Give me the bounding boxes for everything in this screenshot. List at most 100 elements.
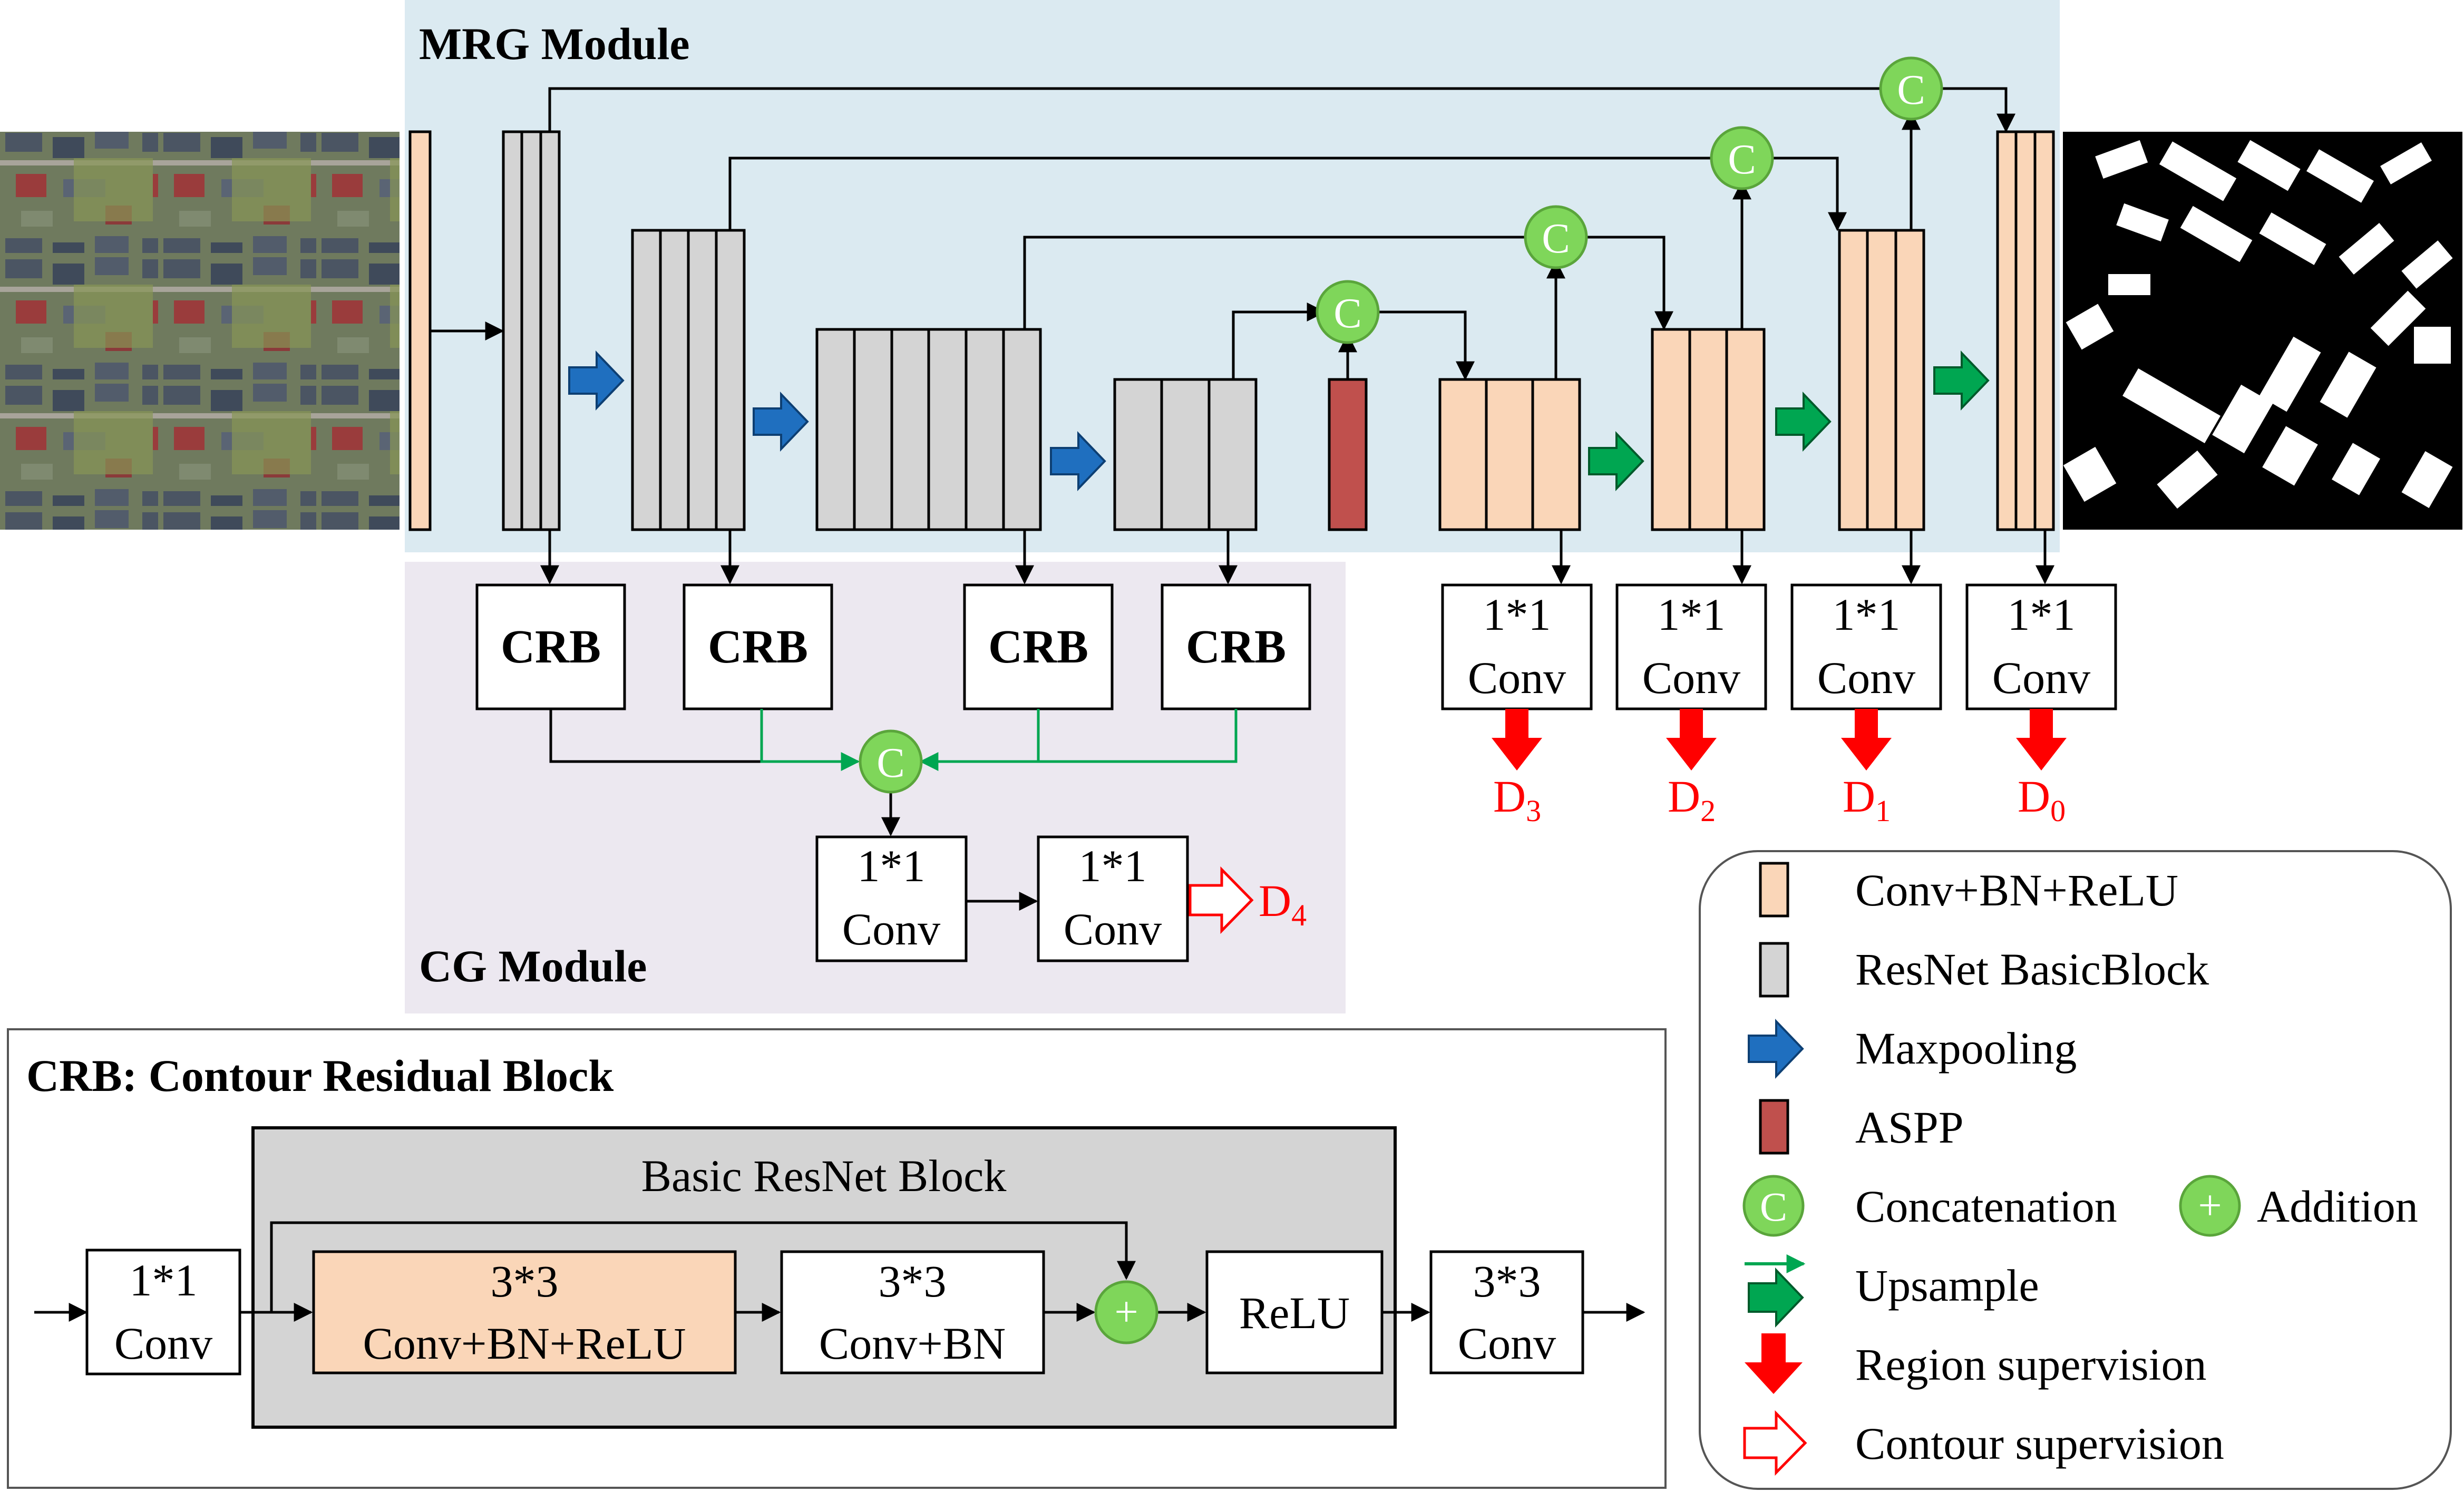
svg-text:C: C [1333,290,1361,337]
legend-red-arrow-icon [1745,1333,1803,1394]
legend-label-region-supervision: Region supervision [1855,1339,2206,1390]
contour-supervision-arrow-d4 [1189,866,1254,934]
svg-text:Conv: Conv [842,904,940,954]
crb-conv-out: 3*3 Conv [1429,1250,1584,1374]
maxpool-arrow-icon [1050,431,1106,491]
crb-block-1: CRB [475,583,626,710]
upsample-arrow-icon [1775,392,1832,452]
crb-block-2: CRB [683,583,833,710]
crb-detail-title: CRB: Contour Residual Block [26,1050,613,1101]
mrg-module-title: MRG Module [419,18,690,69]
maxpooling-arrows [568,350,1106,491]
addition-node: + [1094,1280,1158,1344]
legend-label-concatenation: Concatenation [1855,1181,2117,1232]
head-conv-line2: Conv [1817,652,1915,703]
upsample-arrow-icon [1933,350,1990,411]
output-label: D3 [1493,771,1541,828]
head-conv-line2: Conv [1468,652,1566,703]
crb-concat-connections [549,709,1238,911]
legend-label-addition: Addition [2257,1181,2418,1232]
svg-text:Conv: Conv [1458,1318,1556,1369]
legend-hollow-arrow-icon [1743,1410,1807,1476]
output-label: D2 [1668,771,1716,828]
legend-concat-icon: C [1742,1175,1805,1237]
encoder-stage-3 [815,328,1042,531]
input-aerial-image [0,132,400,530]
output-d4: D4 [1259,875,1307,932]
concat-node-3: C [1524,205,1588,269]
head-conv-line2: Conv [1992,652,2090,703]
concat-node-1: C [1879,56,1943,121]
legend-label-conv-bn-relu: Conv+BN+ReLU [1855,865,2178,915]
legend-addition-icon: + [2179,1175,2241,1237]
decoder-stage-0 [1996,130,2055,531]
head-conv-line1: 1*1 [1483,589,1551,640]
svg-text:Conv: Conv [1064,904,1162,954]
legend-blue-arrow-icon [1748,1019,1804,1079]
svg-text:C: C [1728,136,1756,183]
output-building-mask [2063,132,2462,530]
svg-text:ReLU: ReLU [1239,1288,1350,1338]
svg-text:Conv+BN+ReLU: Conv+BN+ReLU [363,1318,686,1369]
output-label: D0 [2018,771,2066,828]
crb-relu: ReLU [1205,1250,1384,1374]
cg-conv-1: 1*1 Conv [815,835,968,962]
cg-conv-2: 1*1 Conv [1037,835,1189,962]
legend-red-block-icon [1759,1099,1789,1155]
region-supervision-arrow-icon [1492,709,1542,771]
svg-text:CRB: CRB [501,621,601,673]
crb-conv-bn-relu: 3*3 Conv+BN+ReLU [312,1250,737,1374]
region-supervision-arrow-icon [2016,709,2067,771]
svg-text:1*1: 1*1 [1079,841,1147,891]
svg-text:Conv: Conv [114,1318,212,1369]
head-conv-line1: 1*1 [2008,589,2076,640]
svg-text:C: C [876,740,904,786]
svg-text:CRB: CRB [988,621,1088,673]
head-conv-line2: Conv [1642,652,1740,703]
legend-label-maxpooling: Maxpooling [1855,1023,2077,1074]
svg-text:C: C [1542,216,1570,262]
decoder-stage-2 [1651,328,1766,531]
decoder-stage-1 [1838,229,1925,531]
svg-text:3*3: 3*3 [1473,1256,1541,1306]
legend-label-contour-supervision: Contour supervision [1855,1418,2224,1469]
basic-resnet-block-title: Basic ResNet Block [641,1150,1007,1201]
svg-text:1*1: 1*1 [858,841,926,891]
concat-node-aspp: C [1316,280,1380,344]
svg-text:3*3: 3*3 [491,1256,559,1306]
svg-text:C: C [1760,1184,1787,1230]
svg-text:3*3: 3*3 [879,1256,947,1306]
svg-text:1*1: 1*1 [130,1255,198,1305]
svg-text:+: + [2198,1183,2222,1229]
crb-block-4: CRB [1161,583,1311,710]
svg-text:Conv+BN: Conv+BN [819,1318,1006,1369]
encoder-crb-connections [540,530,1238,584]
svg-text:CRB: CRB [708,621,808,673]
maxpool-arrow-icon [568,350,625,411]
maxpool-arrow-icon [753,392,809,452]
svg-text:C: C [1897,67,1925,113]
upsample-arrows [1588,350,1990,491]
mrg-connections [430,87,2015,381]
crb-conv-bn: 3*3 Conv+BN [780,1250,1045,1374]
head-conv-box [1615,583,1767,710]
crb-conv-in: 1*1 Conv [85,1249,241,1376]
input-conv-block [408,130,432,531]
cg-module-title: CG Module [419,941,647,991]
head-conv-box [1790,583,1942,710]
head-conv-line1: 1*1 [1658,589,1726,640]
upsample-arrow-icon [1588,431,1644,491]
crb-block-3: CRB [963,583,1114,710]
encoder-stage-1 [502,130,561,531]
head-conv-line1: 1*1 [1833,589,1901,640]
concat-node-2: C [1710,126,1774,190]
decoder-stage-3 [1438,378,1581,531]
crb-detail-connections [34,1221,1645,1322]
legend-panel [1699,850,2452,1490]
